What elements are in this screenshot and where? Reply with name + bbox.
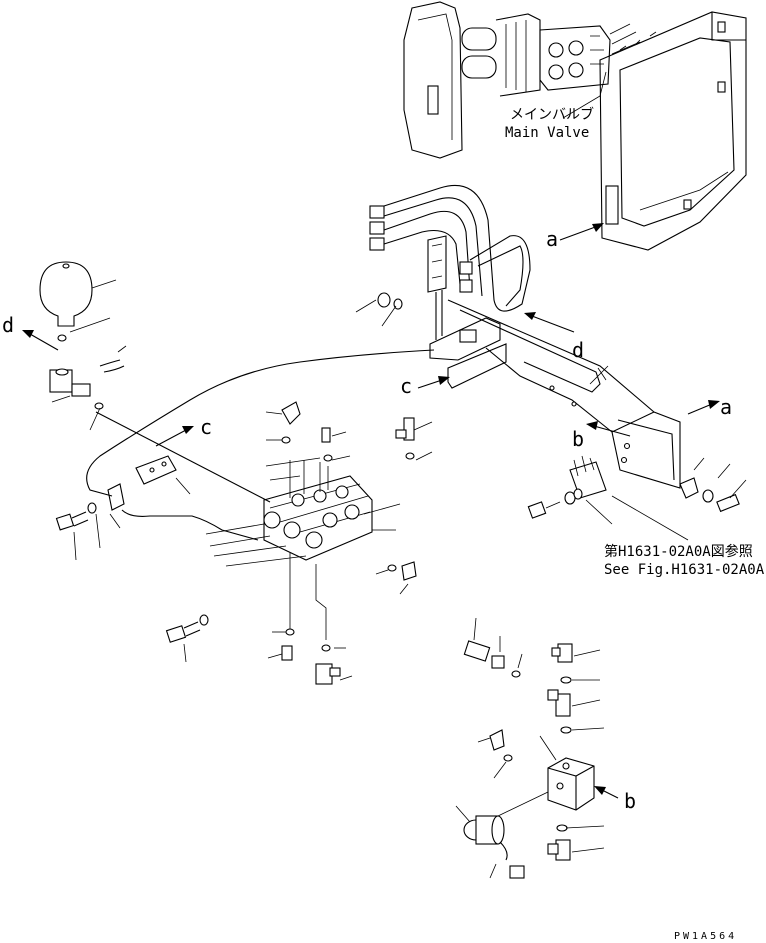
o-ring-left xyxy=(94,402,104,410)
main-valve-assembly xyxy=(403,1,747,251)
elbow-fitting-lower-top xyxy=(551,643,601,663)
nut-washer-top xyxy=(355,292,403,327)
reference-label-en: See Fig.H1631-02A0A xyxy=(604,562,765,578)
bolt-washer-left-2 xyxy=(165,614,209,663)
o-ring-lower-3 xyxy=(560,726,572,734)
clamp-hose-left xyxy=(99,345,127,373)
main-valve-label-jp: メインバルブ xyxy=(510,106,594,123)
o-ring-lower-4 xyxy=(503,754,513,762)
elbow-fitting-manifold-left xyxy=(477,729,505,751)
manifold-block xyxy=(539,735,595,811)
label-a-right: a xyxy=(720,395,732,419)
main-valve-leader xyxy=(562,71,607,119)
label-d-middle: d xyxy=(572,338,584,362)
mounting-bracket xyxy=(429,299,681,489)
arrow-c-middle xyxy=(417,376,450,389)
hose-bundle xyxy=(369,184,531,340)
tee-fitting-left xyxy=(49,368,91,403)
elbow-fitting-lower-bottom xyxy=(547,839,605,861)
label-b-middle: b xyxy=(572,427,584,451)
coupler-left xyxy=(463,617,491,662)
label-d-left: d xyxy=(2,313,14,337)
solenoid-coil xyxy=(455,791,549,845)
o-ring-center-2 xyxy=(323,454,333,462)
label-c-middle: c xyxy=(400,374,412,398)
label-c-left: c xyxy=(200,415,212,439)
arrow-d-middle xyxy=(524,312,575,333)
o-ring-lower-1 xyxy=(511,670,521,678)
arrow-b-lower xyxy=(594,786,619,799)
clamp-left xyxy=(107,483,125,529)
o-ring-lower-2 xyxy=(560,676,572,684)
bolt-washer-left-1 xyxy=(55,502,101,561)
o-ring-bottom-1 xyxy=(285,628,295,636)
o-ring-bottom-2 xyxy=(321,644,331,652)
o-ring-lower-5 xyxy=(556,824,568,832)
drawing-code: PW1A564 xyxy=(674,931,737,942)
straight-fitting-center xyxy=(321,427,347,443)
control-valve-assembly xyxy=(205,457,401,640)
bracket-leader xyxy=(589,365,609,385)
straight-fitting-bottom xyxy=(267,645,293,661)
label-a-upper: a xyxy=(546,227,558,251)
arrow-a-right xyxy=(687,400,720,415)
elbow-fitting-center-top xyxy=(265,401,301,425)
elbow-fitting-right-top xyxy=(395,417,433,441)
o-ring-center-1 xyxy=(281,436,291,444)
hose-loop-left xyxy=(86,349,435,497)
clip-bolt-right xyxy=(527,455,689,541)
reference-label-jp: 第H1631-02A0A図参照 xyxy=(604,543,753,560)
elbow-fitting-bottom xyxy=(315,663,353,685)
o-ring-accumulator xyxy=(57,334,67,342)
accumulator xyxy=(39,261,117,327)
arrow-c-left xyxy=(155,426,194,447)
arrow-a-upper xyxy=(559,223,604,241)
clip-bolt-far-right xyxy=(679,457,747,513)
arrow-b-middle xyxy=(586,421,631,437)
elbow-fitting-right-low xyxy=(375,561,417,595)
arrow-d-left xyxy=(22,330,59,351)
connector-plug xyxy=(489,841,525,879)
o-ring-center-3 xyxy=(405,452,415,460)
main-valve-label-en: Main Valve xyxy=(505,125,589,141)
elbow-fitting-lower-mid xyxy=(547,689,601,717)
adapter-fitting xyxy=(491,636,505,669)
mounting-plate-left xyxy=(135,455,191,495)
label-b-lower: b xyxy=(624,789,636,813)
